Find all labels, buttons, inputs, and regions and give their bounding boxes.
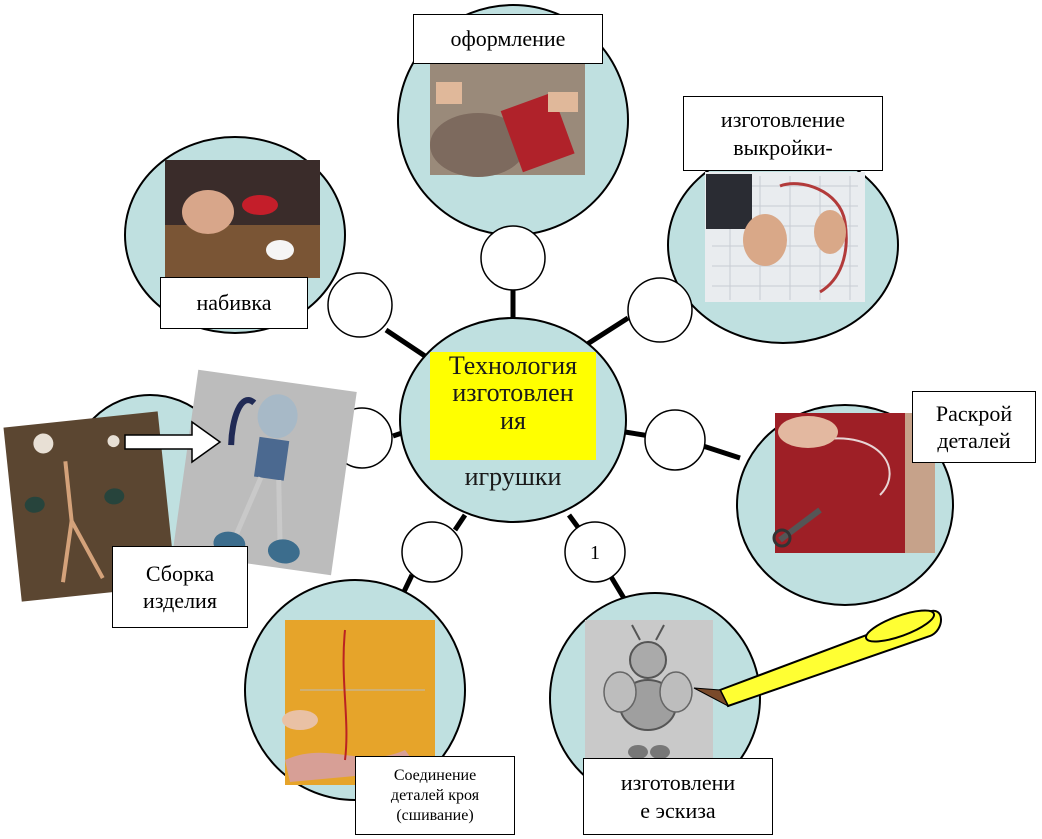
connector-top (480, 225, 546, 291)
label-raskroi-line-2: деталей (937, 428, 1011, 453)
center-title-line-1: Технология (448, 351, 578, 380)
spoke-bottom-left (452, 513, 468, 532)
arrow-right-icon (124, 420, 222, 464)
center-title-line-2: изготовлен (452, 378, 574, 408)
connector-top-right (627, 277, 693, 343)
label-raskroi-line-1: Раскрой (935, 400, 1013, 426)
label-sborka-line-1: Сборка (145, 560, 215, 586)
label-soedinenie-line-2: деталей кроя (390, 786, 480, 804)
step-number: 1 (590, 542, 600, 564)
photo-nabivka (165, 160, 320, 278)
label-vykroika: изготовление выкройки- (683, 96, 883, 171)
label-sborka-line-2: изделия (143, 588, 217, 613)
label-raskroi: Раскрой деталей (912, 391, 1036, 463)
photo-oformlenie (430, 55, 585, 177)
label-eskiz-line-2: е эскиза (640, 797, 716, 823)
photo-sborka-right (172, 369, 357, 576)
label-eskiz: изготовлени е эскиза (583, 758, 773, 835)
photo-eskiz (585, 620, 713, 785)
spoke-right-outer (699, 442, 741, 461)
pencil-icon (693, 609, 942, 708)
label-vykroika-line-1: изготовление (720, 107, 846, 132)
photo-vykroika (705, 172, 865, 302)
label-nabivka: набивка (160, 277, 308, 329)
label-sborka: Сборка изделия (112, 546, 248, 628)
center-title-tail: игрушки (464, 462, 562, 491)
connector-bottom-right (564, 521, 626, 583)
connector-top-left (327, 272, 393, 338)
label-nabivka-line-1: набивка (196, 290, 272, 316)
center-title-line-3: ия (500, 405, 526, 435)
label-oformlenie-line-1: оформление (450, 26, 566, 52)
label-eskiz-line-1: изготовлени (620, 770, 736, 795)
connector-bottom-left (401, 521, 463, 583)
label-oformlenie: оформление (413, 14, 603, 64)
label-soedinenie-line-3: (сшивание) (396, 806, 474, 824)
label-vykroika-line-2: выкройки- (733, 134, 833, 160)
connector-right (644, 409, 706, 471)
photo-raskroi (772, 413, 935, 553)
spoke-bottom-right-outer (607, 573, 628, 602)
center-title: Технология изготовлен ия (430, 352, 596, 460)
label-soedinenie-line-1: Соединение (393, 766, 477, 784)
label-soedinenie: Соединение деталей кроя (сшивание) (355, 756, 515, 835)
